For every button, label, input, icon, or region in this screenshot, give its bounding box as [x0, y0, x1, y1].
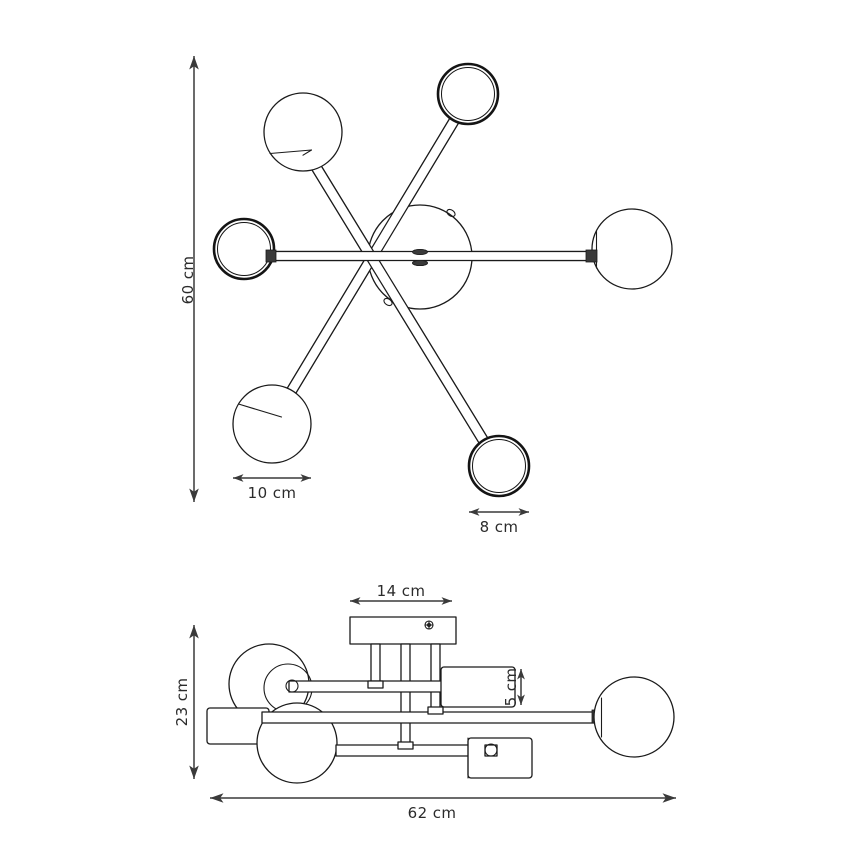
ring-lower-right	[467, 434, 531, 498]
globe-lower-left	[232, 384, 312, 464]
side-shade-lower-right	[467, 737, 533, 779]
arm-diagonal-b-overlay	[302, 149, 501, 465]
globe-right	[585, 208, 673, 290]
globe-upper-left-highlight	[269, 149, 313, 155]
shade-height-dimension-label: 5 cm	[502, 668, 520, 707]
ceiling-plate	[349, 616, 457, 645]
shade-height-dimension: 5 cm	[502, 668, 525, 707]
side-view: 14 cm 23 cm	[173, 582, 676, 822]
ring-left	[212, 217, 277, 281]
ring-left-outer	[212, 217, 276, 281]
ring-upper-right-outer	[436, 62, 500, 126]
ring-lower-right-outer	[467, 434, 531, 498]
ring-left-socket	[265, 249, 277, 263]
side-shade-upper-right-body	[440, 666, 516, 708]
side-arm-upper-end-fitting	[285, 679, 299, 693]
large-globe-diameter-dimension-label: 10 cm	[248, 484, 297, 502]
side-view-height-dimension: 23 cm	[173, 625, 199, 779]
hub-fitting-top-overlay	[412, 248, 428, 255]
ring-upper-right-inner	[441, 67, 495, 121]
hub-fitting-bottom-overlay	[412, 259, 428, 266]
globe-upper-left-body	[263, 92, 343, 172]
side-shade-upper-right	[440, 666, 516, 708]
arm-horizontal-overlay	[242, 250, 634, 262]
overall-height-dimension-label: 60 cm	[179, 256, 197, 305]
side-globe-right	[593, 676, 675, 758]
ceiling-plate-width-dimension-label: 14 cm	[377, 582, 426, 600]
ring-lower-right-inner	[472, 439, 526, 493]
side-view-height-dimension-label: 23 cm	[173, 678, 191, 727]
globe-right-socket	[585, 249, 598, 263]
large-globe-diameter-dimension: 10 cm	[233, 474, 311, 502]
ring-left-inner	[217, 222, 271, 276]
side-arm-lower-joint	[397, 741, 414, 750]
side-shade-lower-right-fitting	[484, 743, 498, 757]
ceiling-plate-body	[349, 616, 457, 645]
stem-center	[400, 643, 411, 749]
side-arm-upper-joint-left	[367, 680, 384, 689]
small-ring-diameter-dimension-label: 8 cm	[480, 518, 519, 536]
side-shade-lower-right-body	[467, 737, 533, 779]
globe-lower-left-body	[232, 384, 312, 464]
top-view: 60 cm	[179, 56, 673, 536]
ring-upper-right	[436, 62, 500, 126]
small-ring-diameter-dimension: 8 cm	[469, 508, 529, 536]
side-globe-right-body	[593, 676, 675, 758]
side-arm-middle-joint	[427, 706, 444, 715]
ceiling-plate-width-dimension: 14 cm	[350, 582, 452, 605]
globe-upper-left-neck	[302, 149, 313, 156]
stem-right	[430, 643, 441, 713]
stem-left	[370, 643, 381, 685]
overall-width-dimension: 62 cm	[210, 793, 676, 822]
overall-height-dimension: 60 cm	[179, 56, 199, 502]
stem-group	[370, 643, 441, 749]
hub-screw-lower-left	[383, 297, 393, 307]
overall-width-dimension-label: 62 cm	[408, 804, 457, 822]
globe-right-body	[591, 208, 673, 290]
hub-screw-upper-right	[446, 208, 456, 218]
globe-lower-left-highlight	[237, 403, 283, 418]
globe-upper-left	[263, 92, 343, 172]
